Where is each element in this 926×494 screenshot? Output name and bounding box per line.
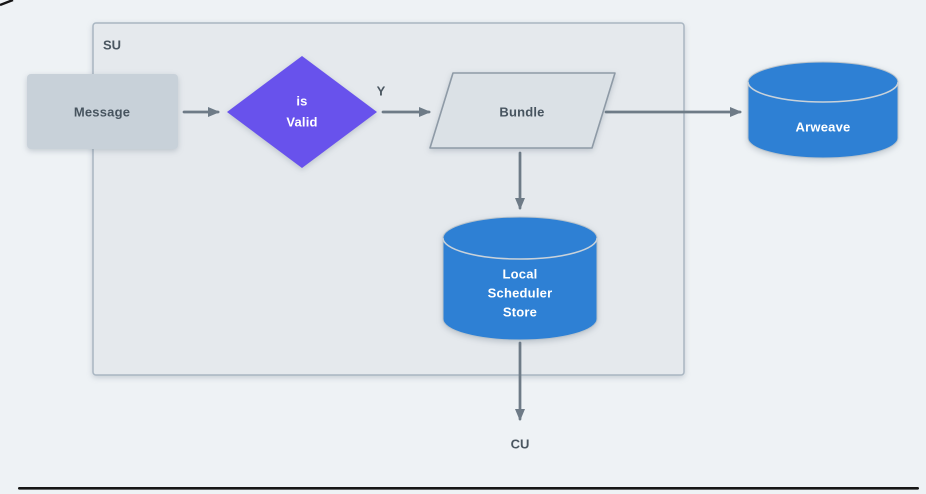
store-label-line2: Scheduler [488,286,553,301]
su-container-label: SU [103,38,121,53]
message-rect [27,74,178,149]
node-local-scheduler-store: Local Scheduler Store [442,216,598,341]
slide-frame-corner-mark [0,0,14,7]
edge-label-cu: CU [511,437,530,452]
bundle-label: Bundle [499,105,544,120]
node-bundle: Bundle [429,72,616,149]
store-cylinder-body [442,216,598,341]
edges [182,107,742,421]
is-valid-diamond [227,56,377,168]
node-message: Message [27,74,178,149]
node-arweave: Arweave [747,61,899,159]
store-label-line3: Store [503,305,537,320]
node-is-valid: is Valid [227,56,377,168]
edge-label-yes: Y [377,84,386,99]
arweave-cylinder-lip [747,81,899,103]
store-cylinder-lip [442,237,598,260]
arweave-label: Arweave [796,120,851,135]
bundle-parallelogram [429,72,616,149]
is-valid-label-line2: Valid [286,115,317,130]
store-label-line1: Local [503,267,538,282]
is-valid-label-line1: is [296,94,307,109]
slide-frame-bottom-line [18,487,919,490]
message-label: Message [74,105,130,120]
arweave-cylinder-body [747,61,899,159]
